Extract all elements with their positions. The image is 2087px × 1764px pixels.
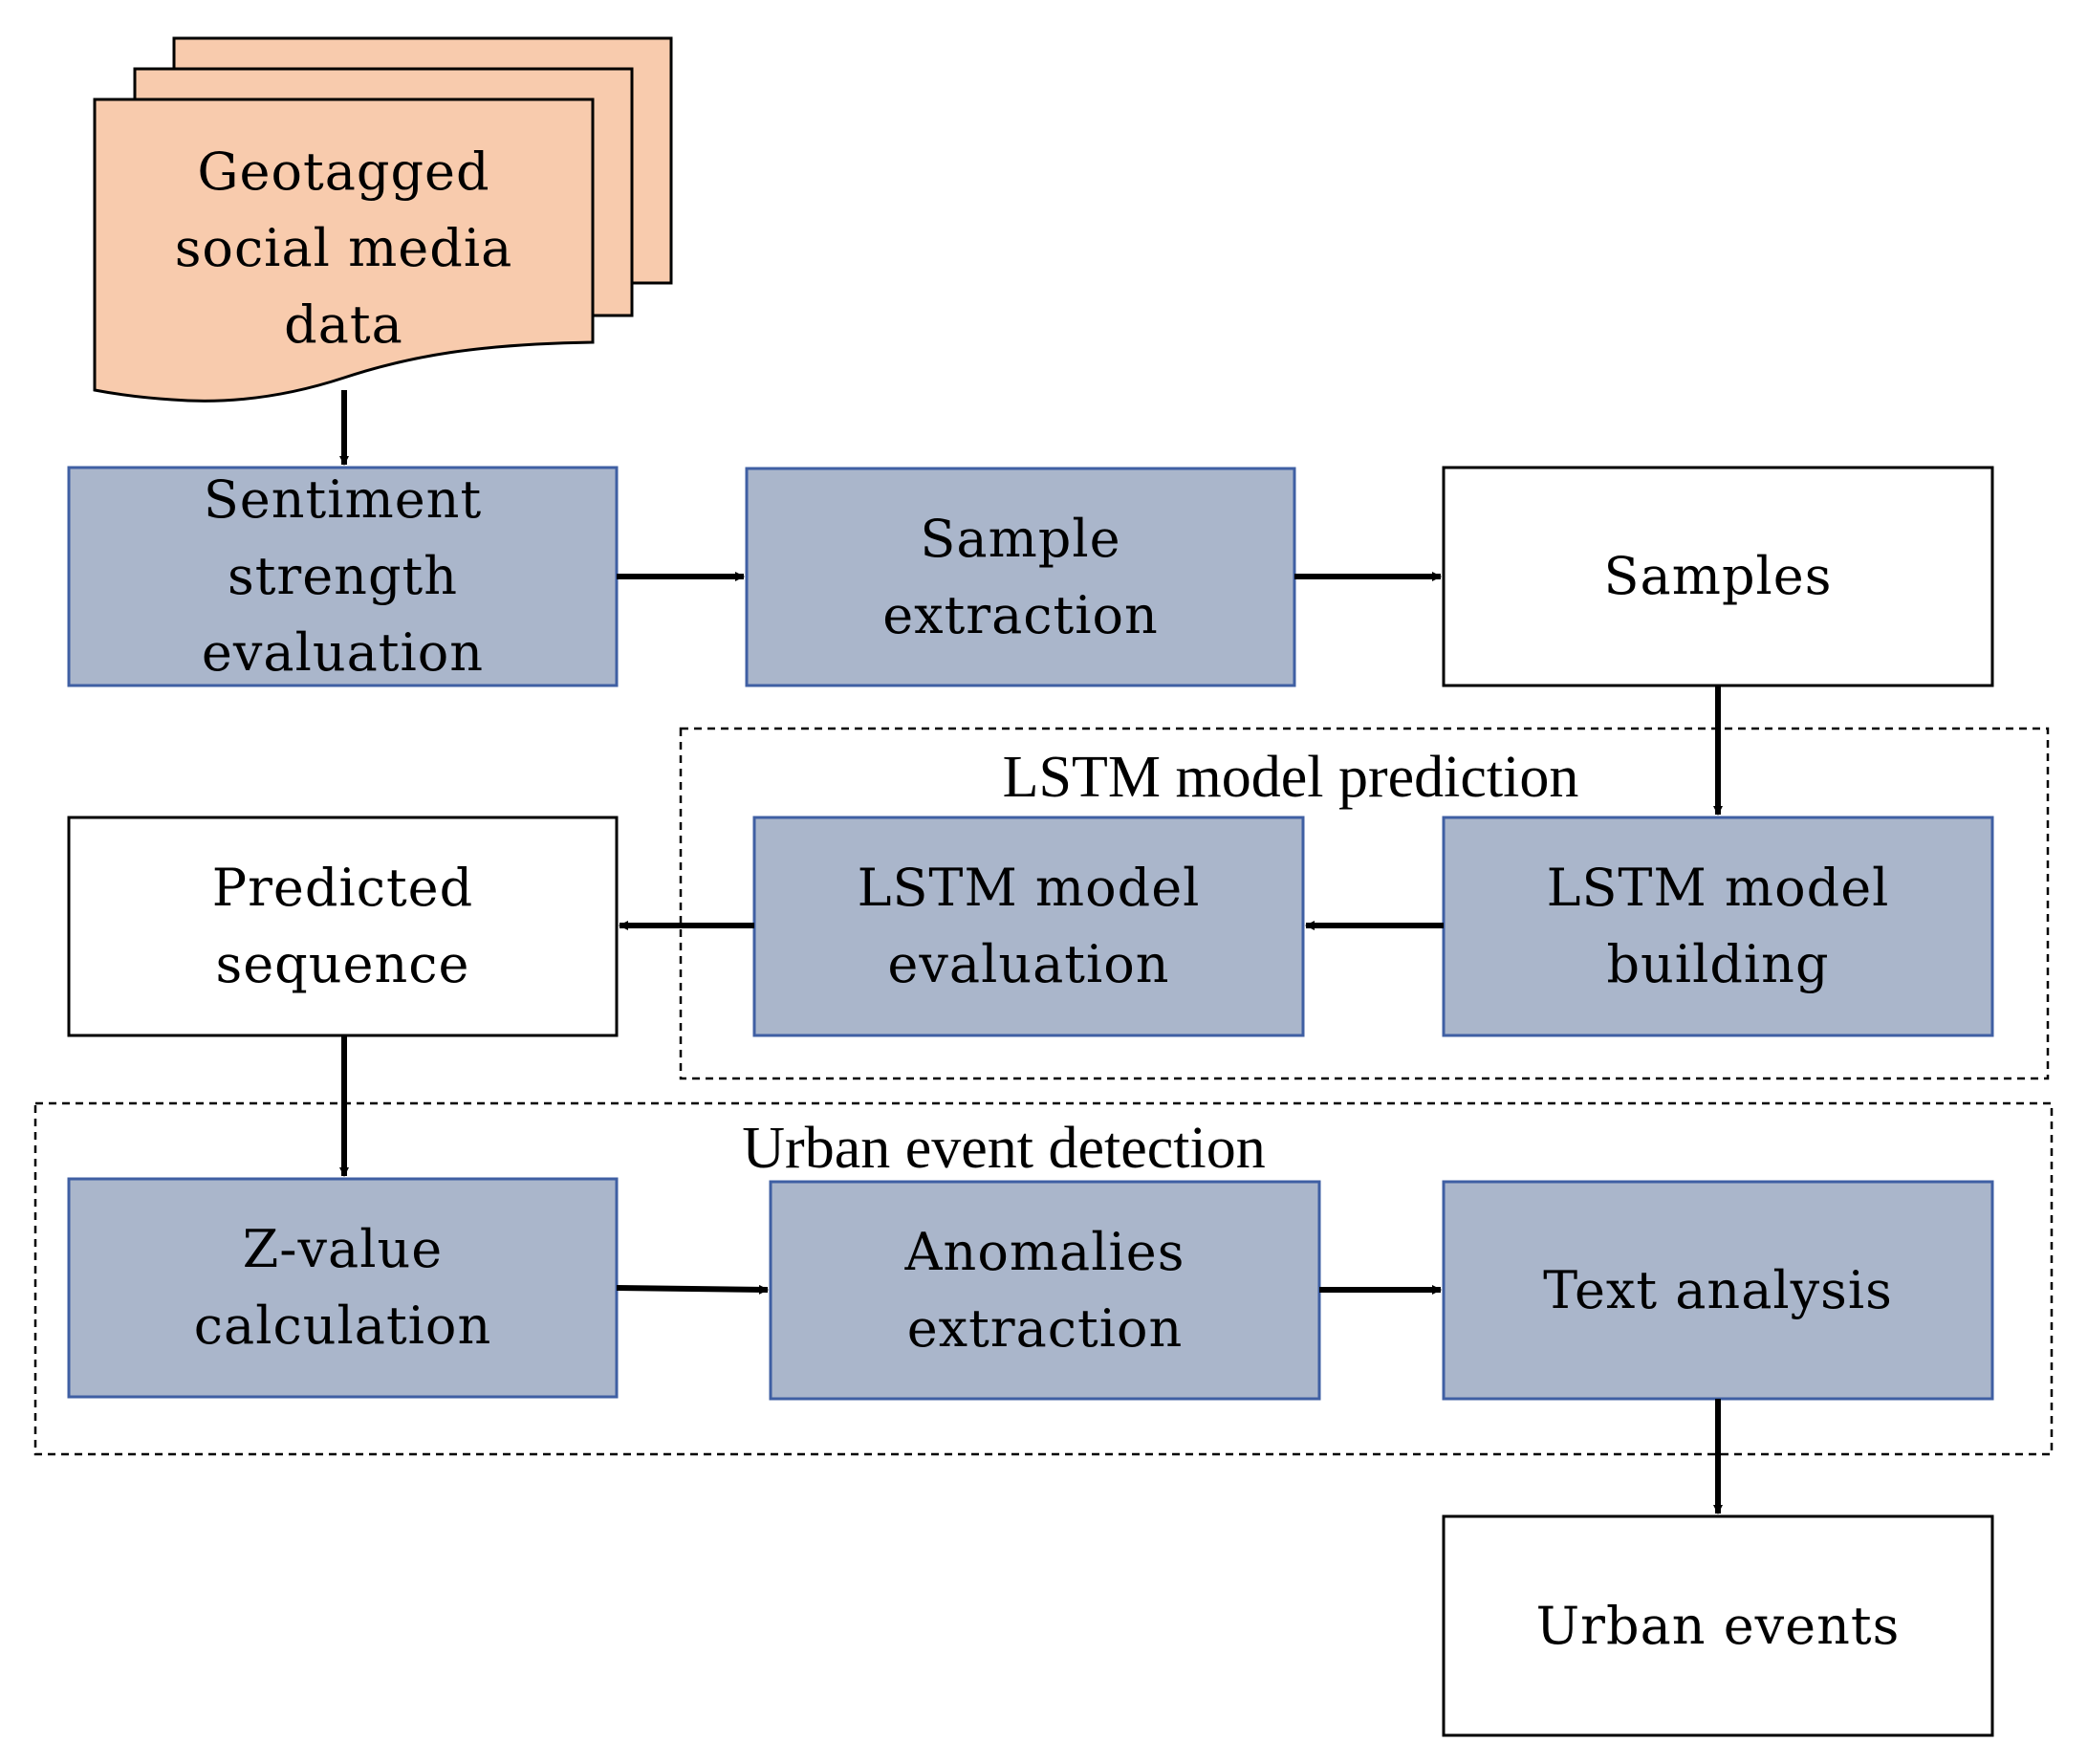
text-analysis-label: Text analysis xyxy=(1543,1259,1893,1320)
lstm-evaluation-label: LSTM model evaluation xyxy=(857,858,1201,994)
sentiment-label: Sentiment strength evaluation xyxy=(201,469,485,683)
zvalue-box xyxy=(67,1177,619,1399)
samples-label: Samples xyxy=(1603,546,1833,606)
sample-extraction-box xyxy=(745,467,1296,687)
lstm-building-box xyxy=(1442,816,1994,1037)
urban-events-label: Urban events xyxy=(1535,1595,1901,1656)
anomalies-box xyxy=(769,1180,1321,1401)
predicted-box xyxy=(67,816,619,1037)
predicted-label: Predicted sequence xyxy=(211,858,474,994)
multi-document-shape xyxy=(93,36,673,403)
lstm-prediction-group-title: LSTM model prediction xyxy=(1002,744,1579,810)
zvalue-label: Z-value calculation xyxy=(193,1219,492,1356)
sample-extraction-label: Sample extraction xyxy=(882,508,1159,645)
urban-detection-group-title: Urban event detection xyxy=(742,1115,1266,1181)
lstm-prediction-group-frame xyxy=(679,727,2050,1080)
social-data-label: Geotagged social media data xyxy=(174,142,513,355)
text-analysis-box xyxy=(1442,1180,1994,1401)
lstm-building-label: LSTM model building xyxy=(1546,858,1890,994)
anomalies-label: Anomalies extraction xyxy=(904,1221,1185,1359)
urban-detection-group-frame xyxy=(33,1101,2054,1456)
urban-events-box xyxy=(1442,1514,1994,1737)
arrow-zvalue-to-anomalies xyxy=(616,1284,769,1295)
